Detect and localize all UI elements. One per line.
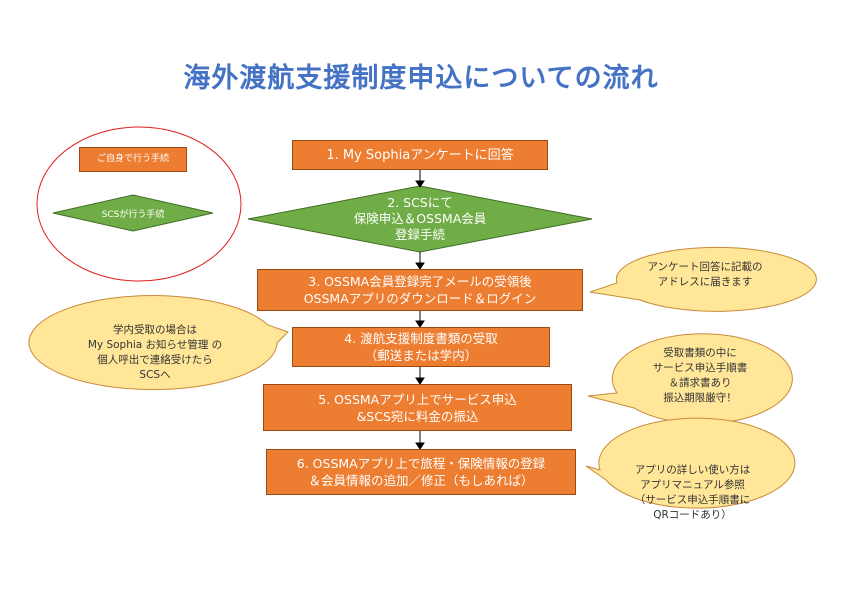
step-4-label: 4. 渡航支援制度書類の受取 （郵送または学内） <box>344 331 498 363</box>
note-step-4-text: 学内受取の場合は My Sophia お知らせ管理 の 個人呼出で連絡受けたら … <box>87 324 223 381</box>
legend-scs-label: SCSが行う手続 <box>101 210 165 220</box>
legend-self-box: ご自身で行う手続 <box>79 147 187 172</box>
note-step-6-text: アプリの詳しい使い方は アプリマニュアル参照 （サービス申込手順書に QRコード… <box>634 464 751 521</box>
step-3-label: 3. OSSMA会員登録完了メールの受領後 OSSMAアプリのダウンロード＆ログ… <box>303 274 537 306</box>
page-title: 海外渡航支援制度申込についての流れ <box>183 63 659 94</box>
note-bubble-step-3 <box>589 246 817 312</box>
step-2-label: 2. SCSにて 保険申込＆OSSMA会員 登録手続 <box>353 195 487 242</box>
step-1-label: 1. My Sophiaアンケートに回答 <box>326 147 514 163</box>
note-step-5-text: 受取書類の中に サービス申込手順書 ＆請求書あり 振込期限厳守！ <box>652 347 748 404</box>
legend-self-label: ご自身で行う手続 <box>96 154 169 164</box>
arrowhead-1-2 <box>415 180 425 188</box>
arrowhead-3-4 <box>415 320 425 328</box>
step-4-box: 4. 渡航支援制度書類の受取 （郵送または学内） <box>292 327 550 367</box>
step-2-diamond <box>247 185 593 253</box>
arrowhead-2-3 <box>415 262 425 270</box>
step-5-box: 5. OSSMAアプリ上でサービス申込 &SCS宛に料金の振込 <box>263 384 572 431</box>
step-3-box: 3. OSSMA会員登録完了メールの受領後 OSSMAアプリのダウンロード＆ログ… <box>257 269 583 311</box>
step-6-box: 6. OSSMAアプリ上で旅程・保険情報の登録 ＆会員情報の追加／修正（もしあれ… <box>266 449 576 495</box>
step-6-label: 6. OSSMAアプリ上で旅程・保険情報の登録 ＆会員情報の追加／修正（もしあれ… <box>296 456 546 488</box>
arrowhead-5-6 <box>415 442 425 450</box>
step-1-box: 1. My Sophiaアンケートに回答 <box>292 140 548 170</box>
note-bubble-step-4 <box>28 295 289 391</box>
step-5-label: 5. OSSMAアプリ上でサービス申込 &SCS宛に料金の振込 <box>318 391 517 424</box>
legend-outline <box>36 126 242 282</box>
note-step-3-text: アンケート回答に記載の アドレスに届きます <box>647 261 763 288</box>
legend-scs-diamond <box>52 194 214 232</box>
note-bubble-step-6 <box>585 417 796 509</box>
arrowhead-4-5 <box>415 377 425 385</box>
